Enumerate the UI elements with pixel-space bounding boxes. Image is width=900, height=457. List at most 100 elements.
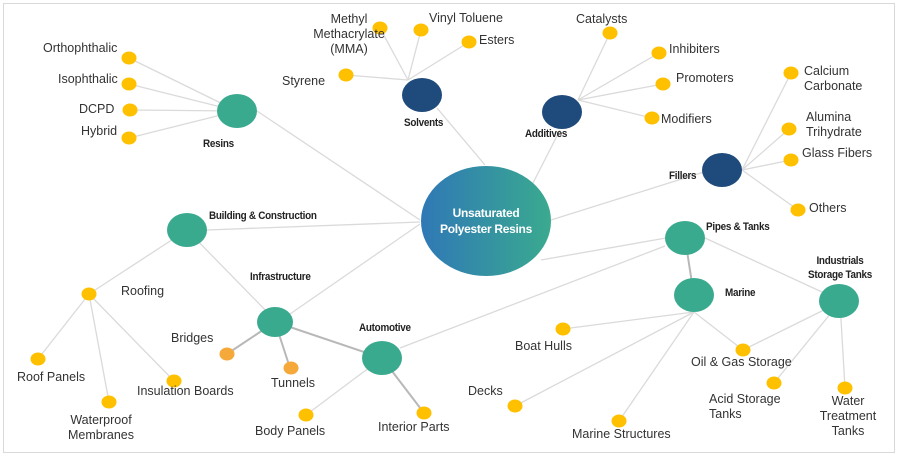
edge: [436, 107, 486, 166]
boat-hulls-label: Boat Hulls: [515, 339, 572, 353]
industrial-tanks-label-line2: Storage Tanks: [808, 269, 872, 281]
leaf-dot-body-panels[interactable]: [298, 408, 314, 422]
edge: [577, 52, 660, 101]
leaf-dot-styrene[interactable]: [338, 68, 354, 82]
marine-label: Marine: [725, 287, 756, 299]
roof-panels-label: Roof Panels: [17, 370, 86, 384]
leaf-dot-vinyl-toluene[interactable]: [413, 23, 429, 37]
alumina-trihydrate-label-line2: Trihydrate: [806, 125, 862, 139]
fillers-label: Fillers: [669, 170, 697, 182]
leaf-dot-waterproof-membranes[interactable]: [101, 395, 117, 409]
leaf-dot-dcpd[interactable]: [122, 103, 138, 117]
styrene-label: Styrene: [282, 74, 326, 88]
leaf-dot-isophthalic[interactable]: [121, 77, 137, 91]
bridges-label: Bridges: [171, 331, 214, 345]
edge: [741, 159, 792, 171]
edge: [577, 32, 611, 101]
edges-group: [37, 27, 846, 422]
leaf-dot-orthophthalic[interactable]: [121, 51, 137, 65]
tunnels-label: Tunnels: [271, 376, 316, 390]
solvents-label: Solvents: [404, 117, 444, 129]
interior-parts-label: Interior Parts: [378, 420, 450, 434]
leaf-dot-roofing[interactable]: [81, 287, 97, 301]
edge: [693, 311, 744, 351]
edge: [562, 311, 695, 330]
leaf-dot-esters[interactable]: [461, 35, 477, 49]
leaf-dot-marine-structures[interactable]: [611, 414, 627, 428]
edge: [88, 293, 110, 403]
leaf-dot-others[interactable]: [790, 203, 806, 217]
automotive-label: Automotive: [359, 322, 411, 334]
resins-node[interactable]: [217, 94, 257, 128]
acid-storage-tanks-label: Acid Storage Tanks: [709, 392, 781, 422]
leaf-dot-decks[interactable]: [507, 399, 523, 413]
leaf-dot-interior-parts[interactable]: [416, 406, 432, 420]
edge: [399, 245, 666, 349]
calcium-carbonate-label-line1: Calcium: [804, 64, 850, 78]
acid-storage-tanks-label-line2: Tanks: [709, 407, 742, 421]
additives-label: Additives: [525, 128, 568, 140]
infrastructure-label: Infrastructure: [250, 271, 311, 283]
leaf-dot-roof-panels[interactable]: [30, 352, 46, 366]
additives-node[interactable]: [542, 95, 582, 129]
industrial-tanks-label: Industrials Storage Tanks: [808, 254, 872, 282]
leaf-dot-promoters[interactable]: [655, 77, 671, 91]
edge: [741, 128, 790, 171]
center-label-line1: Unsaturated: [452, 206, 520, 220]
leaf-dot-acid-storage-tanks[interactable]: [766, 376, 782, 390]
esters-label: Esters: [479, 33, 515, 47]
pipes-tanks-label: Pipes & Tanks: [706, 221, 770, 233]
alumina-trihydrate-label-line1: Alumina: [806, 110, 852, 124]
edge: [289, 223, 421, 315]
edge: [186, 229, 276, 321]
leaf-dot-inhibiters[interactable]: [651, 46, 667, 60]
industrial-tanks-node[interactable]: [819, 284, 859, 318]
leaf-dot-insulation-boards[interactable]: [166, 374, 182, 388]
pipes-tanks-node[interactable]: [665, 221, 705, 255]
resins-label: Resins: [203, 138, 234, 150]
building-node[interactable]: [167, 213, 207, 247]
water-treatment-tanks-label-line1: Water: [831, 394, 865, 408]
edge: [514, 311, 695, 407]
edge: [407, 41, 470, 81]
edge: [577, 99, 653, 119]
insulation-boards-label: Insulation Boards: [137, 384, 234, 398]
industrial-tanks-label-line1: Industrials: [816, 255, 864, 267]
waterproof-membranes-label-line2: Membranes: [68, 428, 134, 442]
acid-storage-tanks-label-line1: Acid Storage: [709, 392, 781, 406]
marine-node[interactable]: [674, 278, 714, 312]
leaf-dot-calcium-carbonate[interactable]: [783, 66, 799, 80]
leaf-dot-boat-hulls[interactable]: [555, 322, 571, 336]
inhibiters-label: Inhibiters: [669, 42, 720, 56]
leaf-dot-tunnels[interactable]: [283, 361, 299, 375]
leaf-dot-water-treatment-tanks[interactable]: [837, 381, 853, 395]
water-treatment-tanks-label-line3: Tanks: [831, 424, 865, 438]
others-label: Others: [809, 201, 847, 215]
leaf-dot-bridges[interactable]: [219, 347, 235, 361]
leaf-dot-alumina-trihydrate[interactable]: [781, 122, 797, 136]
marine-structures-label: Marine Structures: [572, 427, 671, 441]
center-node[interactable]: [421, 166, 551, 276]
waterproof-membranes-label-line1: Waterproof: [70, 413, 132, 427]
edge: [550, 171, 705, 221]
edge: [540, 237, 667, 261]
leaf-dot-hybrid[interactable]: [121, 131, 137, 145]
promoters-label: Promoters: [676, 71, 734, 85]
center-label: Unsaturated Polyester Resins: [421, 205, 551, 237]
leaf-dot-catalysts[interactable]: [602, 26, 618, 40]
leaf-dot-modifiers[interactable]: [644, 111, 660, 125]
leaf-dot-glass-fibers[interactable]: [783, 153, 799, 167]
edge: [345, 74, 409, 81]
water-treatment-tanks-label-line2: Treatment: [819, 409, 877, 423]
leaf-dot-oil-gas-storage[interactable]: [735, 343, 751, 357]
center-label-line2: Polyester Resins: [440, 222, 532, 236]
automotive-node[interactable]: [362, 341, 402, 375]
solvents-node[interactable]: [402, 78, 442, 112]
fillers-node[interactable]: [702, 153, 742, 187]
edge: [531, 129, 561, 186]
mma-label-line1: Methyl: [330, 12, 368, 26]
catalysts-label: Catalysts: [576, 12, 628, 26]
infrastructure-node[interactable]: [257, 307, 293, 337]
dcpd-label: DCPD: [79, 102, 115, 116]
leaf-dot-mma[interactable]: [372, 21, 388, 35]
